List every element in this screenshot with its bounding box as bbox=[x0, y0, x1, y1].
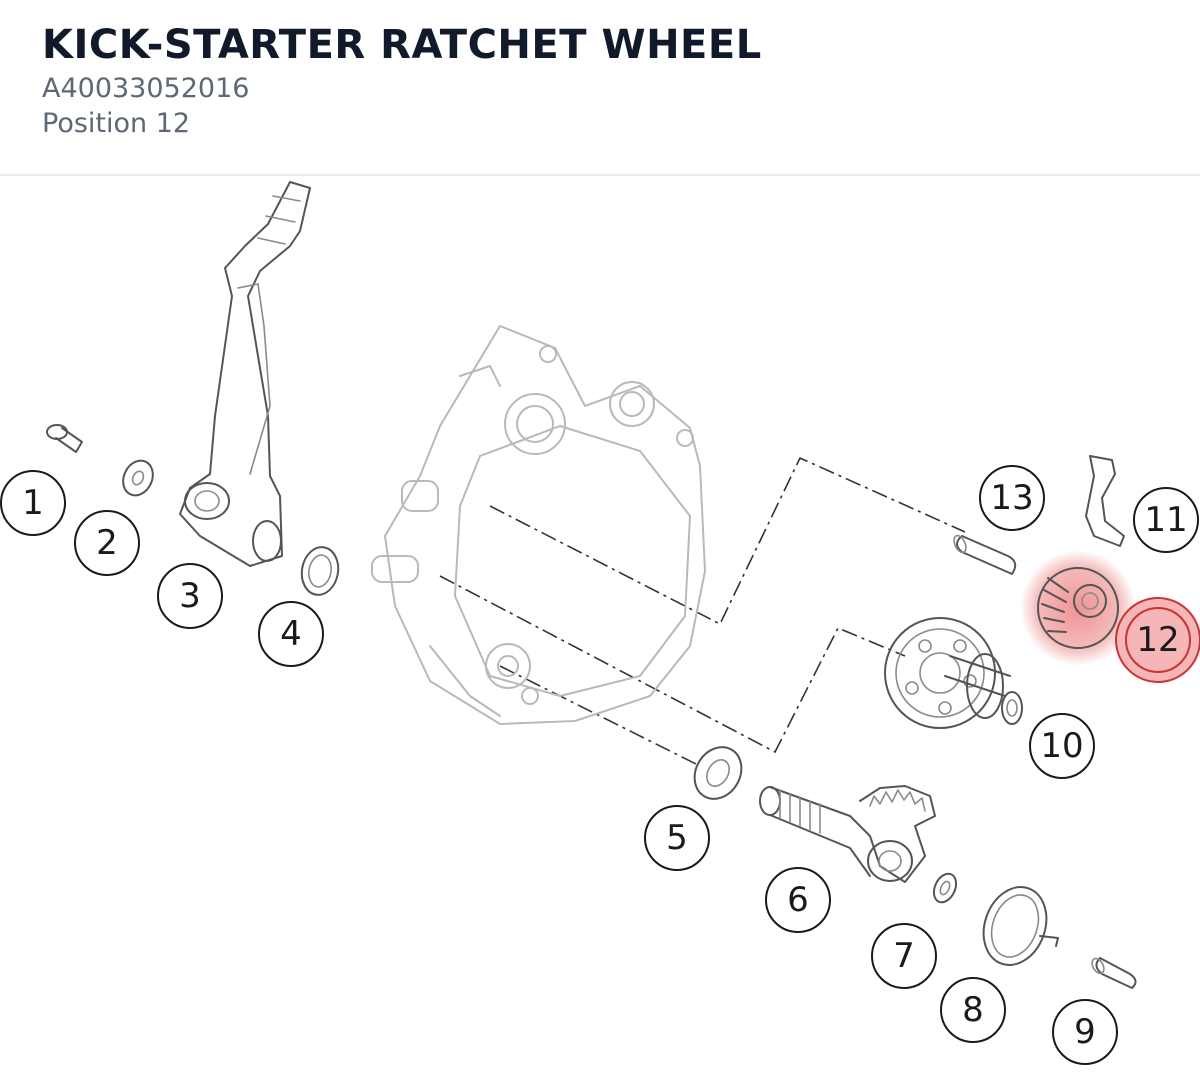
kick-starter-shaft-part-6 bbox=[759, 785, 936, 883]
washer-part-2 bbox=[122, 459, 154, 497]
pin-part-13 bbox=[953, 534, 1017, 575]
callout-12-highlighted[interactable]: 12 bbox=[1115, 597, 1200, 683]
washer-part-5 bbox=[693, 746, 743, 800]
intermediate-gear-part-10 bbox=[884, 617, 1023, 729]
svg-text:1: 1 bbox=[22, 483, 44, 523]
kick-starter-spring-part-8 bbox=[982, 886, 1059, 966]
part-number: A40033052016 bbox=[42, 73, 250, 104]
callout-5[interactable]: 5 bbox=[644, 805, 710, 871]
svg-text:5: 5 bbox=[666, 818, 688, 858]
callout-7[interactable]: 7 bbox=[871, 923, 937, 989]
part-title: KICK-STARTER RATCHET WHEEL bbox=[42, 22, 762, 68]
svg-text:12: 12 bbox=[1136, 620, 1179, 660]
callout-10[interactable]: 10 bbox=[1029, 713, 1095, 779]
callout-8[interactable]: 8 bbox=[940, 977, 1006, 1043]
shaft-seal-part-4 bbox=[300, 546, 340, 596]
callout-13[interactable]: 13 bbox=[979, 465, 1045, 531]
svg-text:7: 7 bbox=[893, 936, 915, 976]
svg-text:9: 9 bbox=[1074, 1012, 1096, 1052]
callout-2[interactable]: 2 bbox=[74, 510, 140, 576]
assembly-lines bbox=[439, 456, 966, 767]
callout-6[interactable]: 6 bbox=[765, 867, 831, 933]
washer-part-7 bbox=[932, 872, 958, 904]
callout-4[interactable]: 4 bbox=[258, 601, 324, 667]
kick-starter-lever-part-3 bbox=[179, 181, 311, 567]
callout-1[interactable]: 1 bbox=[0, 470, 66, 536]
clutch-cover bbox=[371, 325, 706, 725]
svg-text:10: 10 bbox=[1040, 726, 1083, 766]
svg-text:4: 4 bbox=[280, 614, 302, 654]
svg-text:2: 2 bbox=[96, 523, 118, 563]
retaining-clip-part-11 bbox=[1085, 455, 1125, 547]
svg-text:8: 8 bbox=[962, 990, 984, 1030]
exploded-parts-diagram: 1 2 3 4 5 6 7 8 9 10 11 13 12 bbox=[0, 176, 1200, 1072]
callout-11[interactable]: 11 bbox=[1133, 487, 1199, 553]
part-header: KICK-STARTER RATCHET WHEEL A40033052016 … bbox=[0, 0, 1200, 176]
svg-text:3: 3 bbox=[179, 576, 201, 616]
ratchet-wheel-part-12[interactable] bbox=[1020, 550, 1136, 666]
screw-part-1 bbox=[46, 424, 83, 453]
svg-text:11: 11 bbox=[1144, 500, 1187, 540]
callout-3[interactable]: 3 bbox=[157, 563, 223, 629]
svg-text:13: 13 bbox=[990, 478, 1033, 518]
pin-part-9 bbox=[1091, 957, 1137, 989]
callout-9[interactable]: 9 bbox=[1052, 999, 1118, 1065]
part-position: Position 12 bbox=[42, 108, 191, 139]
svg-text:6: 6 bbox=[787, 880, 809, 920]
